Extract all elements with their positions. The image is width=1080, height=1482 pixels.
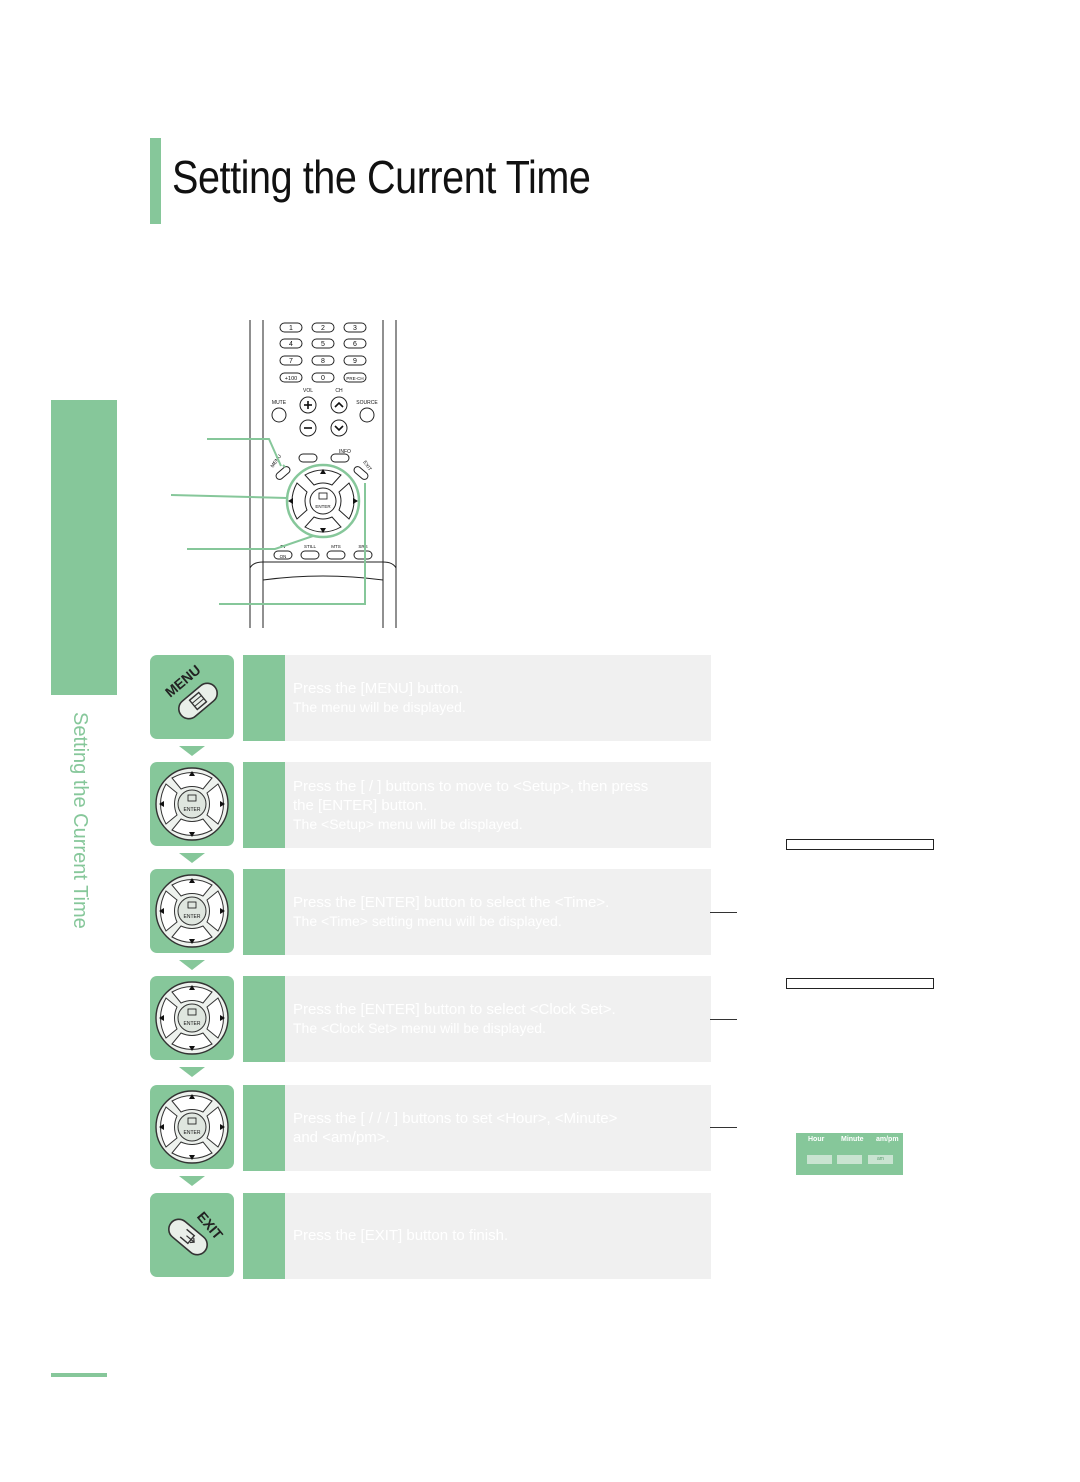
- osd-minute-field: [837, 1155, 862, 1164]
- step-2-icon-tile: ENTER: [150, 762, 234, 846]
- step-2-number-band: [243, 762, 285, 848]
- step-3-result: The <Time> setting menu will be displaye…: [293, 913, 562, 929]
- srs-label: SRS: [358, 544, 367, 549]
- step-1-box: Press the [MENU] button. The menu will b…: [285, 655, 711, 741]
- step-3-icon-tile: ENTER: [150, 869, 234, 953]
- vol-label: VOL: [303, 388, 313, 394]
- osd-ampm-label: am/pm: [876, 1136, 899, 1143]
- svg-text:ENTER: ENTER: [184, 1021, 201, 1027]
- svg-text:ENTER: ENTER: [184, 807, 201, 813]
- step-3-instruction: Press the [ENTER] button to select the <…: [293, 894, 610, 911]
- key-7: 7: [289, 358, 293, 365]
- remote-enter-label: ENTER: [315, 504, 331, 509]
- svg-text:ENTER: ENTER: [184, 1130, 201, 1136]
- step-3-connector: [710, 912, 737, 913]
- step-2-box: Press the [ / ] buttons to move to <Setu…: [285, 762, 711, 848]
- side-section-label: Setting the Current Time: [69, 712, 91, 929]
- enter-dpad-icon: ENTER: [155, 874, 229, 948]
- key-2: 2: [321, 325, 325, 332]
- mute-label: MUTE: [272, 400, 287, 406]
- key-3: 3: [353, 325, 357, 332]
- exit-button-icon: EXIT: [168, 1208, 227, 1256]
- osd-minute-label: Minute: [841, 1136, 864, 1143]
- step-4-connector: [710, 1019, 737, 1020]
- ch-up-button: [330, 396, 348, 414]
- remote-control-illustration: 1 2 3 4 5 6 7 8 9 +100 0 PRE-CH VOL CH M…: [170, 320, 397, 628]
- mute-button: [271, 407, 287, 423]
- key-1: 1: [289, 325, 293, 332]
- osd-hour-label: Hour: [808, 1136, 825, 1143]
- step-3-number-band: [243, 869, 285, 955]
- step-4-result: The <Clock Set> menu will be displayed.: [293, 1020, 546, 1036]
- page-title: Setting the Current Time: [172, 151, 591, 203]
- still-label: STILL: [304, 544, 317, 549]
- osd-time-menu-bar: [786, 978, 934, 989]
- key-prech: PRE-CH: [346, 376, 363, 381]
- svg-text:ENTER: ENTER: [184, 914, 201, 920]
- page-footer-line: [51, 1373, 107, 1377]
- key-0: 0: [321, 375, 325, 382]
- on-label: ON: [280, 554, 287, 559]
- title-accent-bar: [150, 138, 161, 224]
- step-5-connector: [710, 1127, 737, 1128]
- step-arrow-5: [179, 1176, 205, 1186]
- key-6: 6: [353, 341, 357, 348]
- step-arrow-4: [179, 1067, 205, 1077]
- key-5: 5: [321, 341, 325, 348]
- number-keys: [279, 322, 367, 383]
- key-4: 4: [289, 341, 293, 348]
- step-5-box: Press the [ / / / ] buttons to set <Hour…: [285, 1085, 711, 1171]
- step-4-icon-tile: ENTER: [150, 976, 234, 1060]
- step-1-icon-tile: MENU: [150, 655, 234, 739]
- source-label: SOURCE: [356, 400, 378, 406]
- step-2-instruction-cont: the [ENTER] button.: [293, 797, 428, 814]
- step-2-result: The <Setup> menu will be displayed.: [293, 816, 523, 832]
- key-9: 9: [353, 358, 357, 365]
- step-1-result: The menu will be displayed.: [293, 699, 466, 715]
- osd-setup-menu-bar: [786, 839, 934, 850]
- step-3-box: Press the [ENTER] button to select the <…: [285, 869, 711, 955]
- step-6-box: Press the [EXIT] button to finish.: [285, 1193, 711, 1279]
- exit-label: EXIT: [361, 460, 372, 473]
- step-5-instruction: Press the [ / / / ] buttons to set <Hour…: [293, 1110, 618, 1127]
- osd-hour-field: [807, 1155, 832, 1164]
- ch-label: CH: [335, 388, 343, 394]
- osd-ampm-field: am: [868, 1155, 893, 1164]
- step-1-instruction: Press the [MENU] button.: [293, 680, 464, 697]
- osd-clock-set-panel: Hour Minute am/pm am: [796, 1133, 903, 1175]
- enter-dpad-icon: ENTER: [155, 1090, 229, 1164]
- step-5-instruction-cont: and <am/pm>.: [293, 1129, 390, 1146]
- key-100: +100: [285, 376, 297, 382]
- mts-label: MTS: [331, 544, 341, 549]
- side-tab: [51, 400, 117, 695]
- info-label: INFO: [339, 449, 351, 455]
- step-6-icon-tile: EXIT: [150, 1193, 234, 1277]
- step-5-icon-tile: ENTER: [150, 1085, 234, 1169]
- step-4-instruction: Press the [ENTER] button to select <Cloc…: [293, 1001, 616, 1018]
- menu-button-icon: MENU: [162, 662, 218, 720]
- key-8: 8: [321, 358, 325, 365]
- enter-dpad-icon: ENTER: [155, 767, 229, 841]
- ch-down-button: [330, 419, 348, 437]
- step-1-number-band: [243, 655, 285, 741]
- step-2-instruction: Press the [ / ] buttons to move to <Setu…: [293, 778, 649, 795]
- step-4-number-band: [243, 976, 285, 1062]
- step-4-box: Press the [ENTER] button to select <Cloc…: [285, 976, 711, 1062]
- step-arrow-1: [179, 746, 205, 756]
- step-6-instruction: Press the [EXIT] button to finish.: [293, 1227, 509, 1244]
- enter-dpad-icon: ENTER: [155, 981, 229, 1055]
- step-6-number-band: [243, 1193, 285, 1279]
- source-button: [359, 407, 375, 423]
- step-arrow-2: [179, 853, 205, 863]
- step-arrow-3: [179, 960, 205, 970]
- step-5-number-band: [243, 1085, 285, 1171]
